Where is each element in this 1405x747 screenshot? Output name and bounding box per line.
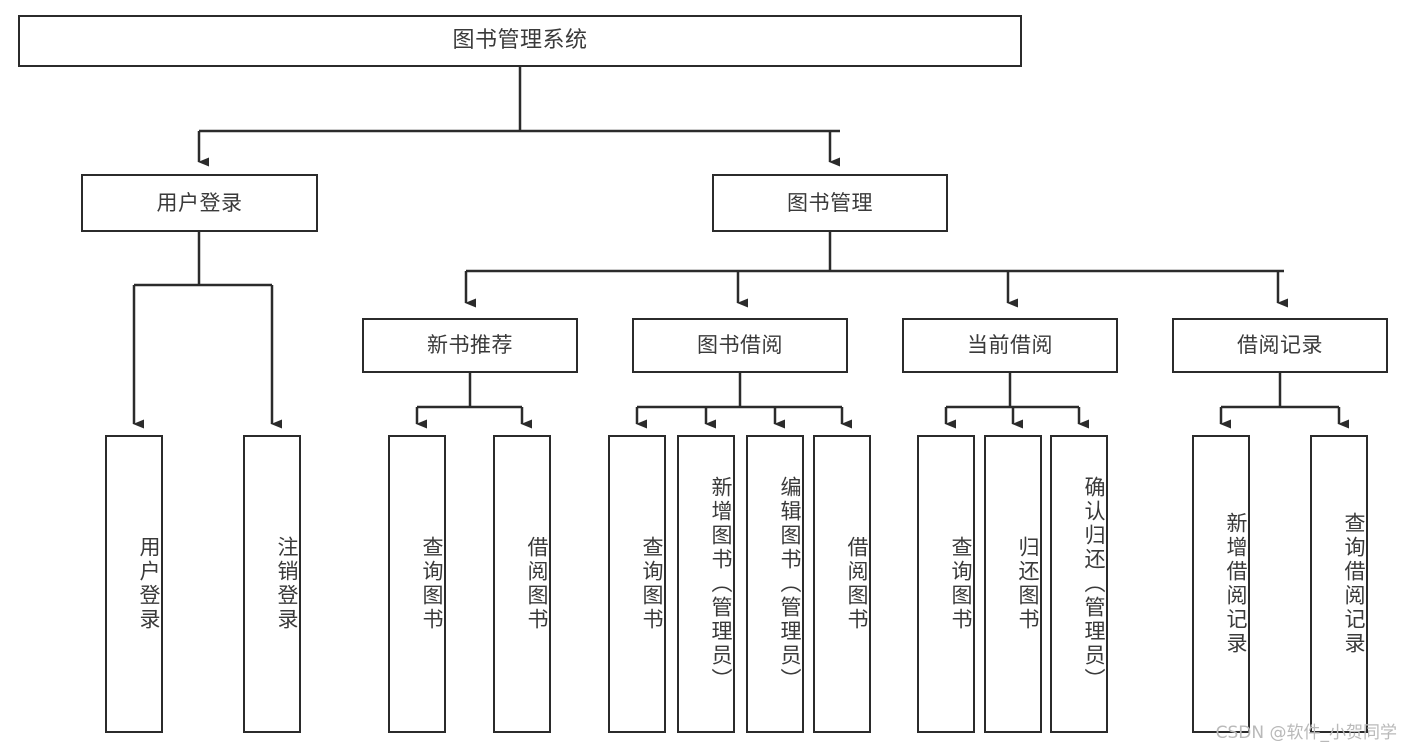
leaf-borrow-record-add-record[interactable]: 新增借阅记录 xyxy=(1192,435,1250,733)
node-label: 确认归还（管理员） xyxy=(1082,476,1106,692)
node-label: 图书管理 xyxy=(787,190,873,215)
node-label: 新增借阅记录 xyxy=(1224,512,1248,656)
node-book-management[interactable]: 图书管理 xyxy=(712,174,948,232)
node-label: 查询图书 xyxy=(420,536,444,632)
node-current-borrow[interactable]: 当前借阅 xyxy=(902,318,1118,373)
node-new-book-recommend[interactable]: 新书推荐 xyxy=(362,318,578,373)
node-book-borrow[interactable]: 图书借阅 xyxy=(632,318,848,373)
node-label: 借阅图书 xyxy=(525,536,549,632)
node-label: 编辑图书（管理员） xyxy=(778,476,802,692)
node-label: 用户登录 xyxy=(156,190,243,215)
node-label: 查询图书 xyxy=(949,536,973,632)
node-label: 查询图书 xyxy=(640,536,664,632)
leaf-borrow-record-query-record[interactable]: 查询借阅记录 xyxy=(1310,435,1368,733)
leaf-new-book-borrow-book[interactable]: 借阅图书 xyxy=(493,435,551,733)
node-label: 图书管理系统 xyxy=(452,28,588,54)
leaf-new-book-query-book[interactable]: 查询图书 xyxy=(388,435,446,733)
node-label: 注销登录 xyxy=(275,536,299,632)
node-label: 图书借阅 xyxy=(697,333,783,358)
leaf-current-borrow-query-book[interactable]: 查询图书 xyxy=(917,435,975,733)
node-root-book-management-system[interactable]: 图书管理系统 xyxy=(18,15,1022,67)
node-label: 新书推荐 xyxy=(427,333,513,358)
leaf-book-borrow-edit-book-admin[interactable]: 编辑图书（管理员） xyxy=(746,435,804,733)
leaf-current-borrow-return-book[interactable]: 归还图书 xyxy=(984,435,1042,733)
node-label: 借阅图书 xyxy=(845,536,869,632)
node-label: 归还图书 xyxy=(1016,536,1040,632)
node-user-login[interactable]: 用户登录 xyxy=(81,174,318,232)
leaf-book-borrow-add-book-admin[interactable]: 新增图书（管理员） xyxy=(677,435,735,733)
leaf-book-borrow-borrow-book[interactable]: 借阅图书 xyxy=(813,435,871,733)
node-borrow-record[interactable]: 借阅记录 xyxy=(1172,318,1388,373)
leaf-book-borrow-query-book[interactable]: 查询图书 xyxy=(608,435,666,733)
node-label: 查询借阅记录 xyxy=(1342,512,1366,656)
leaf-user-login-logout[interactable]: 注销登录 xyxy=(243,435,301,733)
node-label: 借阅记录 xyxy=(1237,333,1323,358)
leaf-current-borrow-confirm-return-admin[interactable]: 确认归还（管理员） xyxy=(1050,435,1108,733)
leaf-user-login-login[interactable]: 用户登录 xyxy=(105,435,163,733)
node-label: 当前借阅 xyxy=(967,333,1053,358)
node-label: 用户登录 xyxy=(137,536,161,632)
node-label: 新增图书（管理员） xyxy=(709,476,733,692)
